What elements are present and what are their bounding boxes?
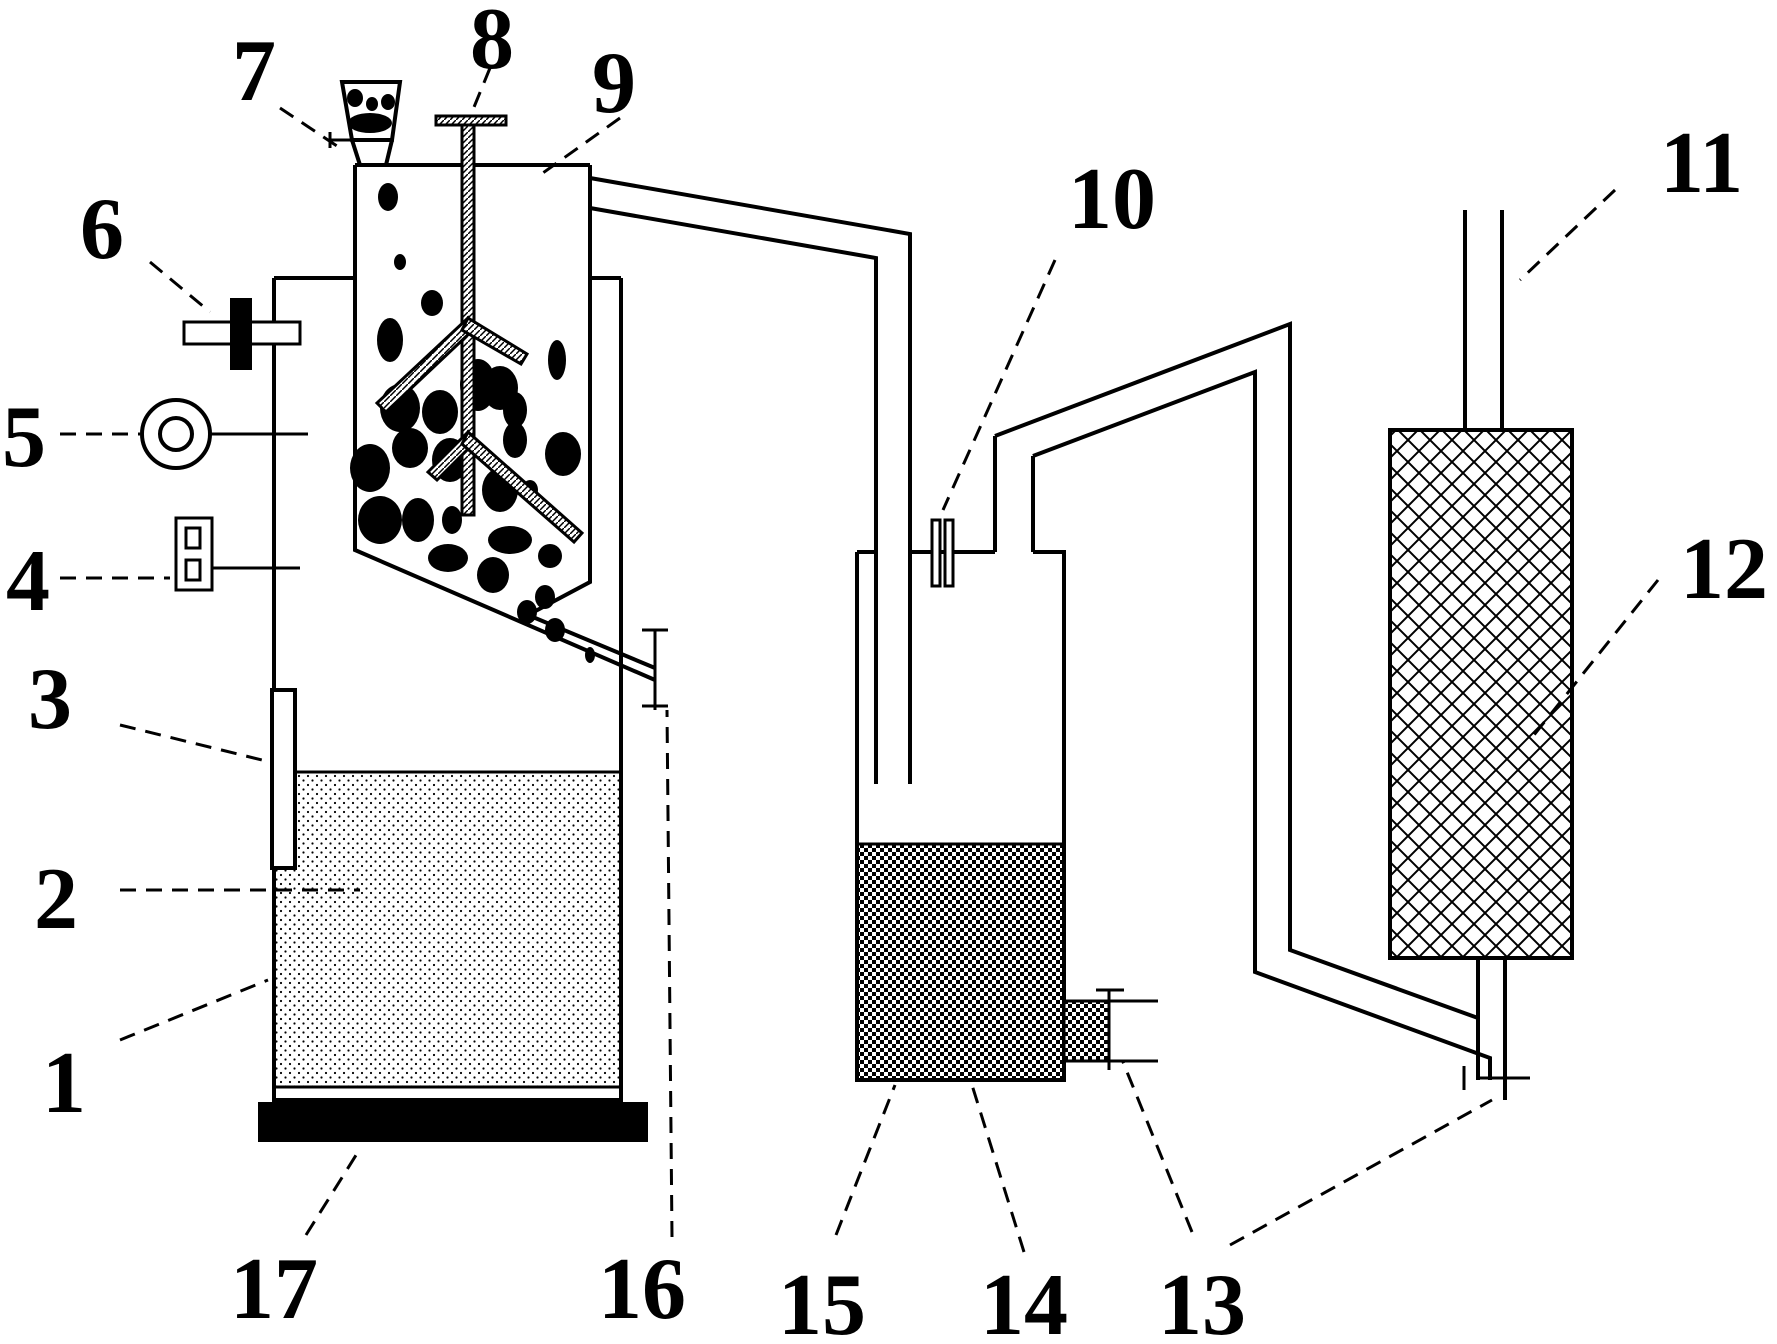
condensate-collector [855, 550, 1158, 1082]
pressure-gauge [140, 398, 308, 470]
liquid-body [274, 772, 621, 1088]
label-7: 7 [232, 23, 276, 120]
heating-plate [258, 1102, 648, 1142]
feeder-funnel [328, 80, 403, 166]
label-12: 12 [1680, 521, 1768, 618]
label-10: 10 [1068, 151, 1156, 248]
label-15: 15 [778, 1257, 866, 1344]
label-5: 5 [2, 389, 46, 486]
temperature-sensor [174, 516, 300, 592]
label-3: 3 [28, 651, 72, 748]
gas-outlet-pipe [589, 176, 912, 784]
reactor-vessel [270, 276, 623, 1102]
label-1: 1 [42, 1035, 86, 1132]
feed-hopper [350, 114, 668, 710]
leader-lines [60, 67, 1660, 1253]
label-8: 8 [470, 0, 514, 88]
sight-window [270, 688, 297, 870]
stirrer [374, 114, 585, 545]
label-4: 4 [6, 533, 50, 630]
adsorption-column [1388, 210, 1574, 1100]
condensate-liquid [857, 844, 1064, 1080]
check-valve [910, 436, 1035, 588]
label-11: 11 [1660, 115, 1743, 212]
label-17: 17 [230, 1241, 318, 1338]
pressure-valve [182, 298, 302, 370]
label-6: 6 [80, 181, 124, 278]
label-16: 16 [598, 1241, 686, 1338]
label-14: 14 [980, 1257, 1068, 1344]
label-13: 13 [1158, 1257, 1246, 1344]
label-2: 2 [34, 851, 78, 948]
label-9: 9 [592, 35, 636, 132]
